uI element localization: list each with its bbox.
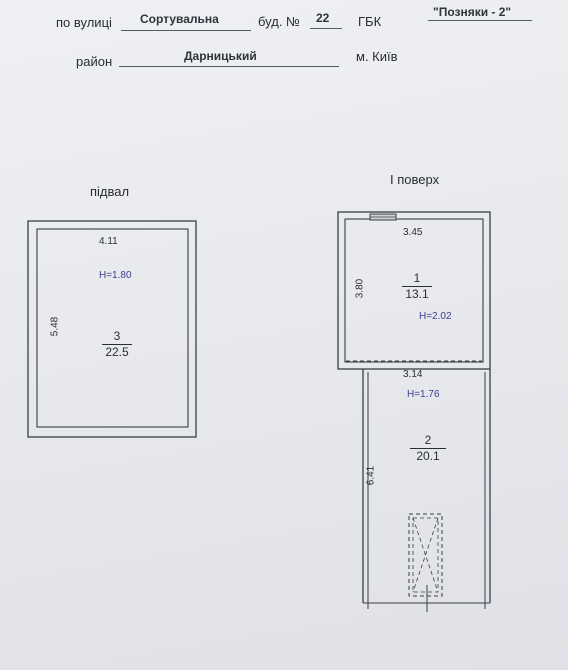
- room1-area: 13.1: [405, 287, 429, 301]
- room1-number: 1: [413, 271, 421, 285]
- basement-title: підвал: [90, 184, 130, 199]
- room2-label: 2 20.1: [410, 434, 446, 463]
- street-value: Сортувальна: [140, 12, 219, 26]
- room2-number: 2: [424, 433, 432, 447]
- room1-outer-wall: [337, 211, 491, 370]
- basement-width-dim: 4.11: [99, 236, 118, 247]
- room2-length-dim: 6.41: [365, 465, 377, 486]
- street-prefix: по вулиці: [56, 15, 112, 30]
- room2-area: 20.1: [416, 449, 440, 463]
- room1-width-dim: 3.45: [403, 227, 423, 238]
- basement-room-area: 22.5: [105, 345, 129, 359]
- district-value: Дарницький: [184, 49, 257, 63]
- building-prefix: буд. №: [258, 14, 300, 29]
- basement-room-number: 3: [113, 329, 121, 343]
- room2-height-label: H=1.76: [407, 389, 440, 400]
- gbk-value: "Позняки - 2": [433, 5, 512, 19]
- room1-inner-wall: [344, 218, 484, 363]
- basement-inner-wall: [36, 228, 189, 428]
- district-prefix: район: [76, 54, 113, 69]
- basement-height-label: H=1.80: [99, 270, 132, 281]
- first-floor-title: I поверх: [390, 172, 440, 187]
- room1-length-dim: 3.80: [354, 278, 366, 299]
- street-underline: [121, 30, 251, 31]
- room2-width-dim: 3.14: [403, 369, 423, 380]
- gbk-underline: [428, 20, 532, 21]
- basement-length-dim: 5.48: [49, 316, 61, 337]
- room1-height-label: H=2.02: [419, 311, 452, 322]
- inspection-pit: [408, 513, 443, 597]
- gbk-label: ГБК: [358, 14, 382, 29]
- building-value: 22: [316, 11, 330, 25]
- room1-label: 1 13.1: [402, 272, 432, 301]
- building-underline: [310, 28, 342, 29]
- basement-room-label: 3 22.5: [102, 330, 132, 359]
- city-label: м. Київ: [356, 49, 398, 64]
- basement-outer-wall: [27, 220, 197, 438]
- district-underline: [119, 66, 339, 67]
